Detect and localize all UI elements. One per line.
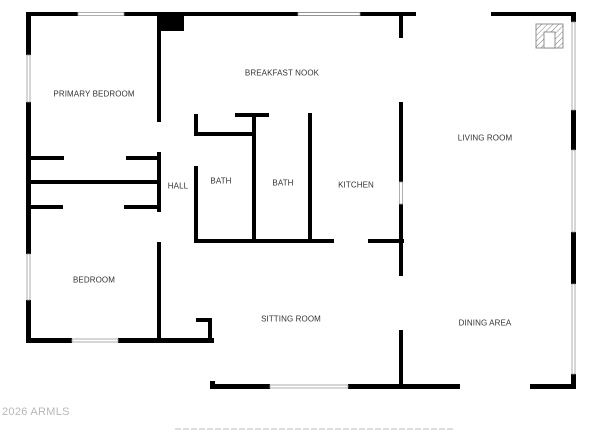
room-label-primary-bedroom: PRIMARY BEDROOM	[53, 89, 135, 99]
room-label-living-room: LIVING ROOM	[457, 133, 513, 143]
room-label-sitting-room: SITTING ROOM	[261, 314, 321, 324]
room-label-breakfast-nook: BREAKFAST NOOK	[244, 68, 320, 78]
walls	[26, 12, 576, 389]
room-label-bedroom: BEDROOM	[72, 275, 116, 285]
room-label-bath-2: BATH	[272, 178, 294, 188]
disclaimer-text-line	[175, 428, 455, 430]
room-label-dining-area: DINING AREA	[458, 318, 512, 328]
room-label-kitchen: KITCHEN	[338, 180, 374, 190]
copyright-watermark: 2026 ARMLS	[2, 406, 70, 418]
room-label-hall: HALL	[167, 181, 189, 191]
fireplace-icon	[535, 23, 564, 49]
room-label-bath-1: BATH	[210, 176, 232, 186]
windows	[26, 12, 576, 389]
